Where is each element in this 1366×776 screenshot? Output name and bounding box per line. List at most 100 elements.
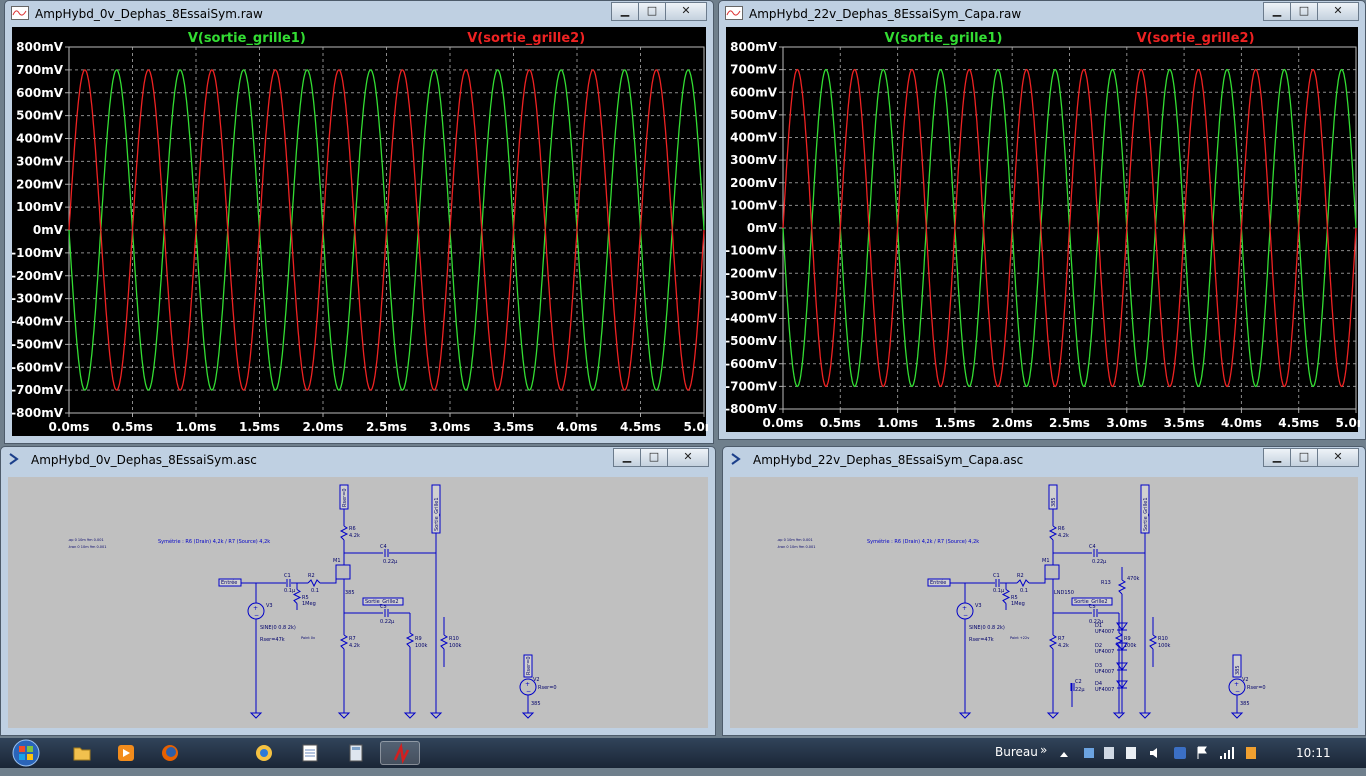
net-flag — [1232, 654, 1242, 678]
component-label: C5 — [380, 604, 387, 610]
tick-label-x: 3.5ms — [1164, 416, 1205, 430]
capacitor-symbol — [995, 579, 1000, 587]
taskbar-notepad[interactable] — [290, 741, 330, 765]
waveform-window-1[interactable]: AmpHybd_0v_Dephas_8EssaiSym.raw ▁ □ ✕ 0.… — [4, 0, 724, 444]
component-label: 4.2k — [349, 533, 360, 539]
ground-symbol — [1230, 712, 1244, 719]
tray-network-icon — [1084, 748, 1094, 758]
component-label: C2 — [1075, 679, 1082, 685]
schematic-drawing[interactable]: .op 0 10m 9m 0.001.tran 0 10m 9m 0.001Sy… — [8, 477, 710, 730]
component-label: Rser=0 — [538, 685, 557, 691]
series-line-2 — [68, 69, 705, 391]
tick-label-x: 1.5ms — [934, 416, 975, 430]
tick-label-x: 0.5ms — [820, 416, 861, 430]
tray-signal-icon — [1220, 747, 1234, 759]
tick-label-y: -500mV — [12, 337, 64, 351]
component-label: 470k — [1127, 576, 1140, 582]
maximize-button[interactable]: □ — [1290, 448, 1318, 467]
schematic-window-1[interactable]: AmpHybd_0v_Dephas_8EssaiSym.asc ▁ □ ✕ .o… — [0, 446, 716, 736]
tick-label-y: 400mV — [16, 132, 64, 146]
tray-device-icon — [1126, 747, 1136, 759]
component-label: 0.22µ — [1089, 619, 1104, 625]
taskbar-calculator[interactable] — [336, 741, 376, 765]
capacitor-symbol — [286, 579, 291, 587]
legend-series-1: V(sortie_grille1) — [188, 31, 306, 46]
tick-label-x: 3.0ms — [430, 420, 471, 434]
waveform-window-2[interactable]: AmpHybd_22v_Dephas_8EssaiSym_Capa.raw ▁ … — [718, 0, 1366, 440]
tick-label-x: 3.5ms — [493, 420, 534, 434]
tick-label-y: -100mV — [726, 244, 778, 258]
minimize-button[interactable]: ▁ — [1263, 2, 1291, 21]
ground-symbol — [521, 712, 535, 719]
tick-label-y: -200mV — [12, 269, 64, 283]
maximize-button[interactable]: □ — [640, 448, 668, 467]
schematic-window-2[interactable]: AmpHybd_22v_Dephas_8EssaiSym_Capa.asc ▁ … — [722, 446, 1366, 736]
mosfet-symbol — [335, 564, 351, 580]
tick-label-y: 600mV — [730, 85, 778, 99]
component-label: R5 — [302, 595, 309, 601]
tick-label-y: -300mV — [726, 289, 778, 303]
tray-icons[interactable] — [1058, 744, 1288, 762]
component-label: UF4007 — [1095, 629, 1114, 635]
net-flag-label: Rser=0 — [526, 656, 532, 675]
capacitor-symbol — [1093, 609, 1098, 617]
title-bar[interactable]: AmpHybd_22v_Dephas_8EssaiSym_Capa.asc ▁ … — [723, 447, 1365, 473]
desktop-toolbar-label[interactable]: Bureau — [995, 745, 1038, 759]
taskbar-firefox[interactable] — [150, 741, 190, 765]
toolbar-chevron[interactable]: » — [1040, 743, 1048, 757]
component-label: Point 0v — [301, 636, 315, 640]
minimize-button[interactable]: ▁ — [611, 2, 639, 21]
notepad-icon — [302, 744, 318, 762]
close-button[interactable]: ✕ — [1317, 448, 1359, 467]
net-flag — [523, 654, 533, 678]
close-button[interactable]: ✕ — [1317, 2, 1359, 21]
schematic-drawing[interactable]: .op 0 10m 9m 0.001.tran 0 10m 9m 0.001Sy… — [730, 477, 1360, 730]
component-label: R9 — [415, 636, 422, 642]
title-bar[interactable]: AmpHybd_22v_Dephas_8EssaiSym_Capa.raw ▁ … — [719, 1, 1365, 27]
minimize-button[interactable]: ▁ — [613, 448, 641, 467]
minimize-button[interactable]: ▁ — [1263, 448, 1291, 467]
maximize-button[interactable]: □ — [1290, 2, 1318, 21]
tick-label-x: 2.0ms — [303, 420, 344, 434]
resistor-symbol — [405, 632, 415, 648]
component-label: R6 — [349, 526, 356, 532]
component-label: Point +22v — [1010, 636, 1029, 640]
tick-label-x: 1.0ms — [176, 420, 217, 434]
taskbar-ltspice[interactable] — [380, 741, 420, 765]
close-button[interactable]: ✕ — [667, 448, 709, 467]
close-button[interactable]: ✕ — [665, 2, 707, 21]
window-title: AmpHybd_22v_Dephas_8EssaiSym_Capa.raw — [749, 7, 1022, 21]
tick-label-y: -600mV — [726, 357, 778, 371]
tick-label-y: 500mV — [16, 109, 64, 123]
component-label: LND150 — [1054, 590, 1074, 596]
component-label: 100k — [415, 643, 428, 649]
start-orb-icon[interactable] — [4, 738, 48, 768]
component-label: R7 — [349, 636, 356, 642]
component-label: UF4007 — [1095, 687, 1114, 693]
tick-label-x: 3.0ms — [1106, 416, 1147, 430]
title-bar[interactable]: AmpHybd_0v_Dephas_8EssaiSym.asc ▁ □ ✕ — [1, 447, 715, 473]
resistor-symbol — [1048, 525, 1058, 541]
tick-label-y: -700mV — [726, 379, 778, 393]
resistor-symbol — [307, 579, 321, 588]
taskbar-explorer[interactable] — [62, 741, 102, 765]
component-label: C4 — [1089, 544, 1096, 550]
window-title: AmpHybd_22v_Dephas_8EssaiSym_Capa.asc — [753, 453, 1024, 467]
window-title: AmpHybd_0v_Dephas_8EssaiSym.raw — [35, 7, 263, 21]
taskbar-ie[interactable] — [244, 741, 284, 765]
maximize-button[interactable]: □ — [638, 2, 666, 21]
window-title: AmpHybd_0v_Dephas_8EssaiSym.asc — [31, 453, 257, 467]
title-bar[interactable]: AmpHybd_0v_Dephas_8EssaiSym.raw ▁ □ ✕ — [5, 1, 713, 27]
capacitor-symbol — [384, 609, 389, 617]
mosfet-symbol — [1044, 564, 1060, 580]
tick-label-y: 300mV — [16, 154, 64, 168]
clock[interactable]: 10:11 — [1296, 746, 1331, 760]
tick-label-y: -400mV — [726, 312, 778, 326]
taskbar-media-player[interactable] — [106, 741, 146, 765]
